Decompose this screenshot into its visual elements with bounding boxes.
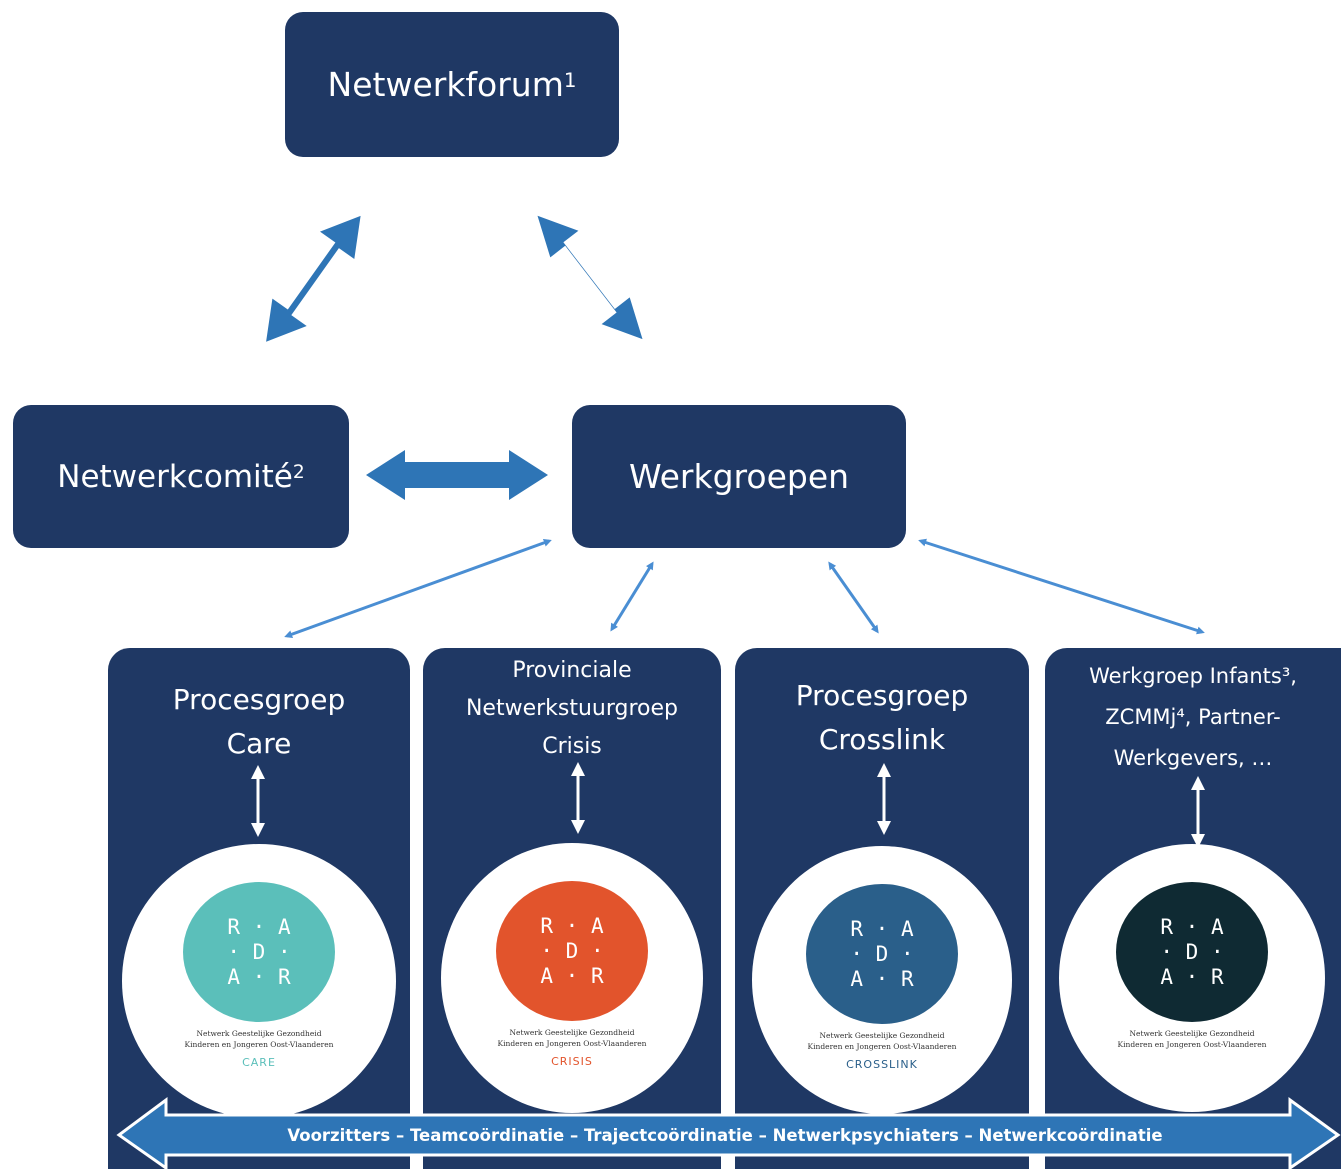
arrow-comite-werkgroepen [366, 450, 548, 500]
column-title: Procesgroep Crosslink [795, 679, 969, 756]
radar-logo-crisis: R · A · D · A · R Netwerk Geestelijke Ge… [441, 843, 703, 1113]
column-title: Provinciale Netwerkstuurgroep Crisis [465, 658, 679, 759]
logo-label: CRISIS [551, 1055, 593, 1068]
column-title: Procesgroep Care [172, 683, 346, 760]
column-title: Werkgroep Infants³, ZCMMj⁴, Partner- Wer… [1089, 664, 1297, 770]
logo-label: CROSSLINK [846, 1058, 918, 1071]
band-arrow [116, 1097, 1341, 1169]
column-infants: Werkgroep Infants³, ZCMMj⁴, Partner- Wer… [1045, 648, 1341, 1169]
arrow-werkgroepen-care [284, 538, 552, 639]
netwerkcomite-label: Netwerkcomité2 [57, 458, 305, 495]
column-care: Procesgroep Care R · A · D · A · R Netwe… [108, 648, 410, 1169]
netwerkforum-box: Netwerkforum1 [285, 12, 619, 157]
arrow-forum-werkgroepen [537, 215, 643, 340]
radar-mark: R · A · D · A · R [183, 882, 335, 1022]
radar-letters: R · A · D · A · R [850, 916, 914, 991]
column-crosslink: Procesgroep Crosslink R · A · D · A · R … [735, 648, 1029, 1169]
logo-caption: Netwerk Geestelijke Gezondheid Kinderen … [1117, 1029, 1267, 1049]
radar-logo-crosslink: R · A · D · A · R Netwerk Geestelijke Ge… [752, 846, 1012, 1114]
band-text: Voorzitters – Teamcoördinatie – Trajectc… [287, 1126, 1163, 1145]
werkgroepen-label: Werkgroepen [628, 457, 850, 496]
radar-mark: R · A · D · A · R [496, 881, 648, 1021]
radar-letters: R · A · D · A · R [227, 914, 291, 989]
arrow-werkgroepen-crisis [610, 561, 654, 632]
radar-mark: R · A · D · A · R [806, 884, 958, 1024]
radar-letters: R · A · D · A · R [1160, 914, 1224, 989]
logo-caption: Netwerk Geestelijke Gezondheid Kinderen … [807, 1031, 957, 1051]
logo-caption: Netwerk Geestelijke Gezondheid Kinderen … [497, 1028, 647, 1048]
werkgroepen-box: Werkgroepen [572, 405, 906, 548]
netwerkcomite-box: Netwerkcomité2 [13, 405, 349, 548]
arrow-werkgroepen-crosslink [828, 561, 879, 634]
column-crisis: Provinciale Netwerkstuurgroep Crisis R ·… [423, 648, 721, 1169]
arrow-forum-comite [266, 215, 361, 342]
radar-mark: R · A · D · A · R [1116, 882, 1268, 1022]
radar-letters: R · A · D · A · R [540, 913, 604, 988]
arrow-werkgroepen-infants [918, 538, 1205, 635]
logo-label: CARE [242, 1056, 276, 1069]
netwerkforum-label: Netwerkforum1 [327, 65, 577, 104]
radar-logo-care: R · A · D · A · R Netwerk Geestelijke Ge… [122, 844, 396, 1118]
logo-caption: Netwerk Geestelijke Gezondheid Kinderen … [184, 1029, 334, 1049]
radar-logo-general: R · A · D · A · R Netwerk Geestelijke Ge… [1059, 844, 1325, 1112]
